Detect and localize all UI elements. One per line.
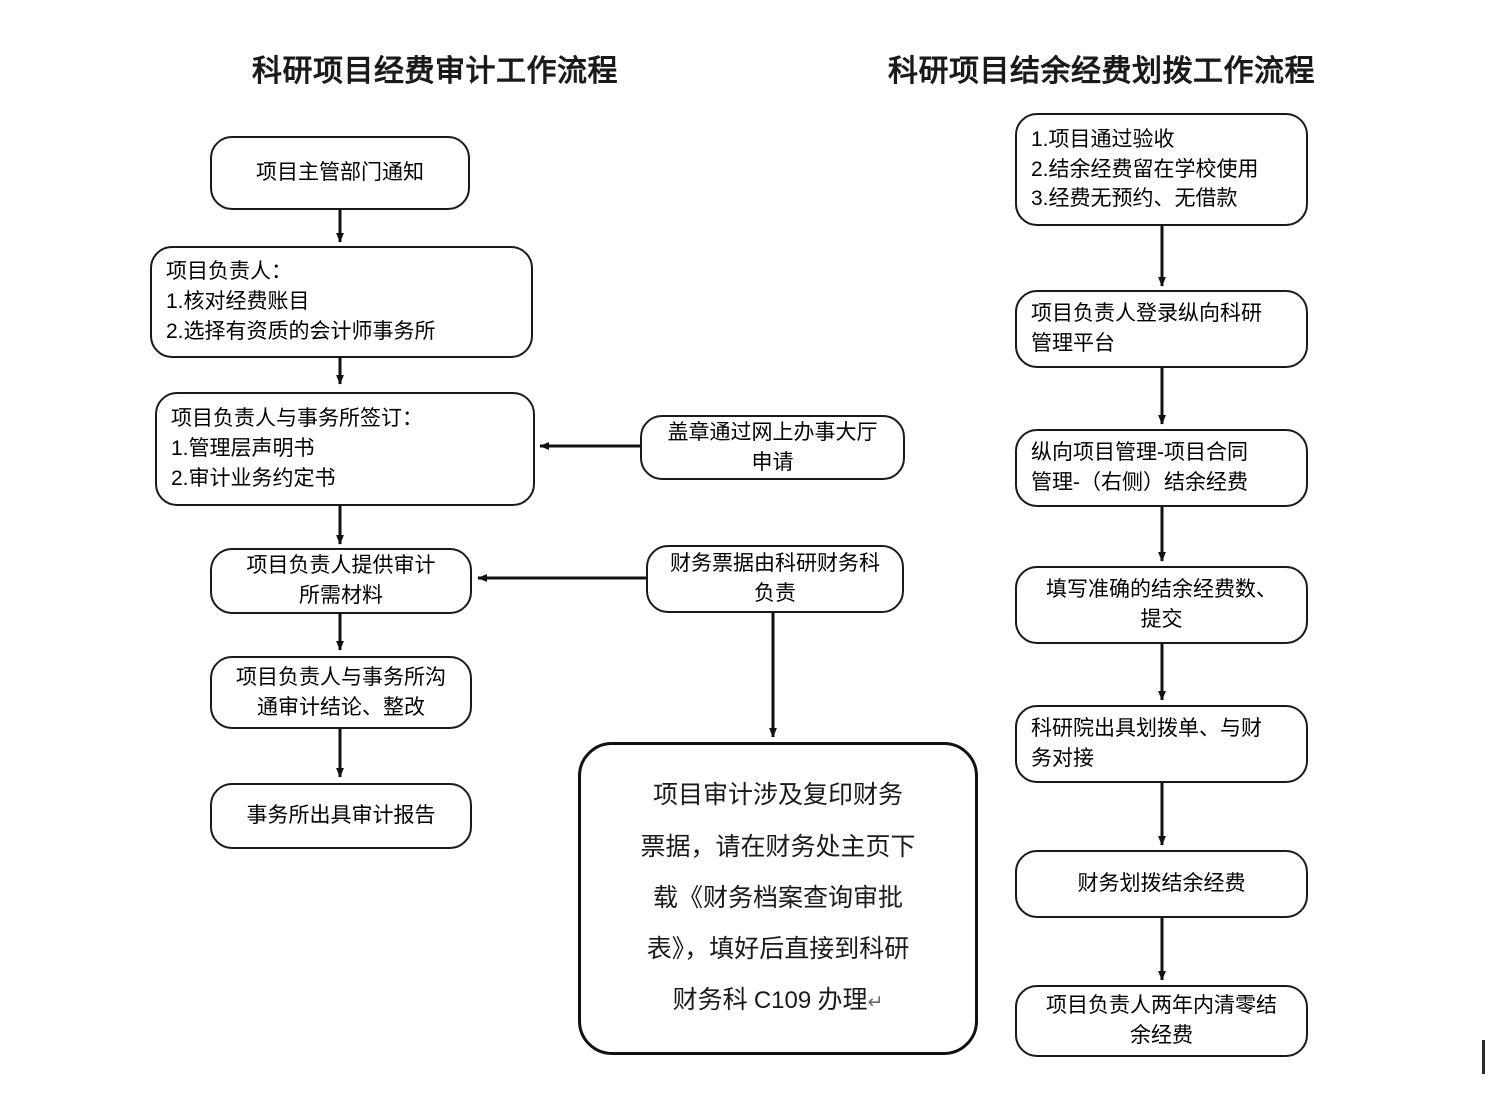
note-line-5: 财务科 C109 办理↵ <box>673 975 884 1026</box>
node-right-6-line1: 财务划拨结余经费 <box>1077 872 1246 896</box>
right-flow-title: 科研项目结余经费划拨工作流程 <box>888 55 1315 88</box>
node-left-2-line3: 2.选择有资质的会计师事务所 <box>166 319 436 343</box>
node-right-3-line2: 管理-（右侧）结余经费 <box>1031 471 1248 494</box>
node-right-4-line1: 填写准确的结余经费数、 <box>1046 578 1277 602</box>
node-left-2[interactable]: 项目负责人： 1.核对经费账目 2.选择有资质的会计师事务所 <box>150 246 533 358</box>
node-right-5-line2: 务对接 <box>1031 747 1094 770</box>
node-right-2-line1: 项目负责人登录纵向科研 <box>1031 302 1262 326</box>
node-side-2-line2: 负责 <box>754 582 796 605</box>
node-left-6[interactable]: 事务所出具审计报告 <box>210 783 472 849</box>
node-right-4-line2: 提交 <box>1140 608 1183 631</box>
node-right-7[interactable]: 项目负责人两年内清零结 余经费 <box>1015 985 1308 1057</box>
note-room-code: C109 <box>753 987 812 1015</box>
note-line-3: 载《财务档案查询审批 <box>652 884 903 912</box>
node-left-6-line1: 事务所出具审计报告 <box>246 804 436 828</box>
note-line-2: 票据，请在财务处主页下 <box>640 833 916 861</box>
node-right-1[interactable]: 1.项目通过验收 2.结余经费留在学校使用 3.经费无预约、无借款 <box>1015 113 1308 226</box>
node-left-5-line1: 项目负责人与事务所沟 <box>236 665 446 689</box>
node-right-2[interactable]: 项目负责人登录纵向科研 管理平台 <box>1015 290 1308 368</box>
node-left-3-line1: 项目负责人与事务所签订： <box>171 407 423 431</box>
node-side-1-line1: 盖章通过网上办事大厅 <box>667 420 878 444</box>
node-side-1-line2: 申请 <box>751 450 794 474</box>
note-line-5-suffix: 办理 <box>811 987 868 1015</box>
node-right-5[interactable]: 科研院出具划拨单、与财 务对接 <box>1015 705 1308 783</box>
node-left-2-line2: 1.核对经费账目 <box>166 290 310 314</box>
node-right-5-line1: 科研院出具划拨单、与财 <box>1031 717 1262 741</box>
node-left-4-line2: 所需材料 <box>299 584 383 607</box>
node-left-4[interactable]: 项目负责人提供审计 所需材料 <box>210 548 472 614</box>
node-side-2-line1: 财务票据由科研财务科 <box>670 552 880 576</box>
note-line-1: 项目审计涉及复印财务 <box>652 782 903 810</box>
node-left-5-line2: 通审计结论、整改 <box>257 695 425 719</box>
left-flow-title: 科研项目经费审计工作流程 <box>252 55 618 88</box>
node-left-1-line1: 项目主管部门通知 <box>256 161 424 185</box>
node-left-2-line1: 项目负责人： <box>166 260 292 284</box>
node-left-5[interactable]: 项目负责人与事务所沟 通审计结论、整改 <box>210 656 472 729</box>
node-right-1-line1: 1.项目通过验收 <box>1031 127 1175 151</box>
node-right-4[interactable]: 填写准确的结余经费数、 提交 <box>1015 566 1308 644</box>
node-right-6[interactable]: 财务划拨结余经费 <box>1015 850 1308 918</box>
node-left-3[interactable]: 项目负责人与事务所签订： 1.管理层声明书 2.审计业务约定书 <box>155 392 535 506</box>
node-right-1-line2: 2.结余经费留在学校使用 <box>1031 157 1259 181</box>
node-side-2[interactable]: 财务票据由科研财务科 负责 <box>646 545 904 613</box>
node-left-3-line2: 1.管理层声明书 <box>171 437 315 461</box>
node-left-4-line1: 项目负责人提供审计 <box>246 554 436 578</box>
node-side-1[interactable]: 盖章通过网上办事大厅 申请 <box>640 415 905 480</box>
note-line-4: 表》，填好后直接到科研 <box>646 936 910 964</box>
node-right-7-line2: 余经费 <box>1130 1024 1193 1047</box>
node-left-3-line3: 2.审计业务约定书 <box>171 466 336 490</box>
note-line-5-prefix: 财务科 <box>672 987 754 1015</box>
node-left-1[interactable]: 项目主管部门通知 <box>210 136 470 210</box>
node-right-2-line2: 管理平台 <box>1031 332 1115 355</box>
note-box[interactable]: 项目审计涉及复印财务 票据，请在财务处主页下 载《财务档案查询审批 表》，填好后… <box>578 742 978 1055</box>
node-right-3[interactable]: 纵向项目管理-项目合同 管理-（右侧）结余经费 <box>1015 429 1308 507</box>
paragraph-return-icon: ↵ <box>867 991 884 1014</box>
node-right-7-line1: 项目负责人两年内清零结 <box>1046 994 1277 1018</box>
node-right-1-line3: 3.经费无预约、无借款 <box>1031 187 1238 211</box>
text-cursor-artifact <box>1482 1040 1485 1074</box>
node-right-3-line1: 纵向项目管理-项目合同 <box>1031 441 1248 465</box>
